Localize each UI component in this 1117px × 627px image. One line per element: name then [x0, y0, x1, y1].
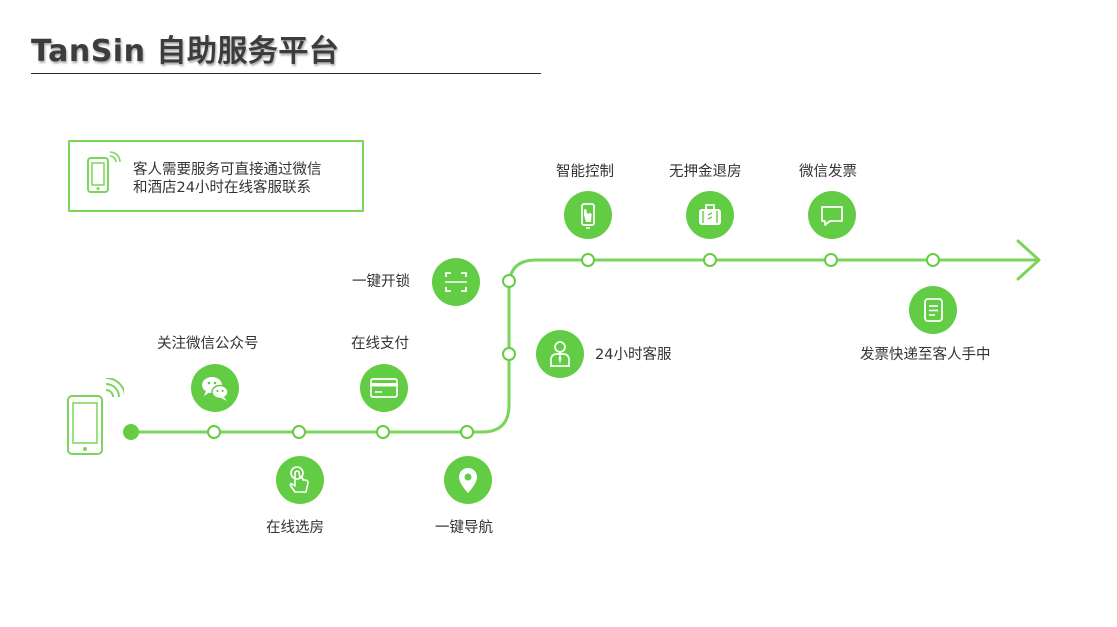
title-divider — [31, 73, 541, 74]
phone-signal-icon — [87, 151, 121, 193]
page-title: TanSin 自助服务平台 — [31, 34, 340, 69]
step-unlock-label: 一键开锁 — [352, 274, 410, 290]
step-checkout-label: 无押金退房 — [669, 164, 742, 180]
step-navigate-label: 一键导航 — [435, 520, 493, 536]
document-icon — [909, 286, 957, 334]
flow-start-node — [123, 424, 139, 440]
chat-icon — [808, 191, 856, 239]
step-follow-label: 关注微信公众号 — [157, 336, 259, 352]
step-deliver-label: 发票快递至客人手中 — [860, 347, 991, 363]
card-icon — [360, 364, 408, 412]
step-service-label: 24小时客服 — [595, 347, 672, 363]
info-box: 客人需要服务可直接通过微信 和酒店24小时在线客服联系 — [68, 140, 364, 212]
step-pay-label: 在线支付 — [351, 336, 409, 352]
flow-node-service — [502, 347, 516, 361]
start-phone-icon — [67, 378, 124, 455]
luggage-icon — [686, 191, 734, 239]
scan-icon — [432, 258, 480, 306]
step-select-room-label: 在线选房 — [266, 520, 324, 536]
step-invoice-label: 微信发票 — [799, 164, 857, 180]
info-line-1: 客人需要服务可直接通过微信 — [133, 162, 322, 178]
tap-icon — [276, 456, 324, 504]
flow-node-select-room — [292, 425, 306, 439]
flow-node-pay — [376, 425, 390, 439]
info-line-2: 和酒店24小时在线客服联系 — [133, 180, 311, 196]
person-icon — [536, 330, 584, 378]
location-pin-icon — [444, 456, 492, 504]
flow-node-checkout — [703, 253, 717, 267]
flow-node-deliver — [926, 253, 940, 267]
step-smart-label: 智能控制 — [556, 164, 614, 180]
flow-node-unlock — [502, 274, 516, 288]
flow-node-follow — [207, 425, 221, 439]
phone-control-icon — [564, 191, 612, 239]
wechat-icon — [191, 364, 239, 412]
flow-node-smart — [581, 253, 595, 267]
flow-node-invoice — [824, 253, 838, 267]
flow-node-navigate — [460, 425, 474, 439]
